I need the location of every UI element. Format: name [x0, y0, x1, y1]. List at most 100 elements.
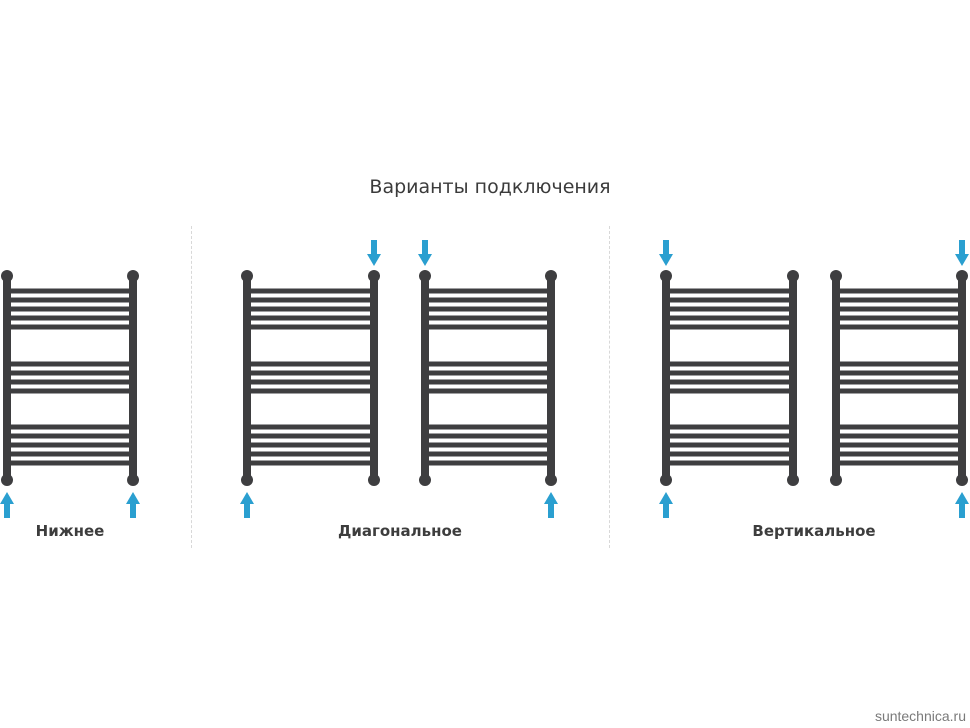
arrow-up-icon [544, 492, 558, 518]
radiator-cap [241, 270, 253, 282]
radiator-cap [241, 474, 253, 486]
arrow-up-icon [0, 492, 14, 518]
radiator-bar [839, 297, 959, 303]
radiator-upright [832, 272, 840, 480]
radiator-bar [250, 451, 371, 457]
radiator-cap [127, 474, 139, 486]
radiator-bar [669, 306, 790, 312]
radiator-bar [10, 388, 130, 394]
radiator-cap [787, 270, 799, 282]
radiator-bar [250, 433, 371, 439]
arrow-down-icon [659, 240, 673, 266]
radiator-bar [10, 424, 130, 430]
radiator-upright [662, 272, 670, 480]
radiator-bar [428, 388, 548, 394]
radiator-bar [428, 433, 548, 439]
arrow-down-icon [955, 240, 969, 266]
label-vertical-connection: Вертикальное [752, 522, 876, 540]
radiator-bar [428, 442, 548, 448]
group-divider [191, 226, 192, 548]
label-bottom-connection: Нижнее [35, 522, 105, 540]
radiator-bar [428, 460, 548, 466]
radiator-cap [1, 270, 13, 282]
radiator-bar [250, 288, 371, 294]
radiator-cap [830, 474, 842, 486]
group-divider [609, 226, 610, 548]
radiator-bar [250, 379, 371, 385]
radiator-bar [839, 315, 959, 321]
arrow-up-icon [955, 492, 969, 518]
radiator-bar [669, 451, 790, 457]
radiator-cap [545, 474, 557, 486]
arrow-down-icon [418, 240, 432, 266]
radiator-cap [787, 474, 799, 486]
radiator-bar [250, 388, 371, 394]
radiator-bar [250, 460, 371, 466]
radiator-upright [370, 272, 378, 480]
radiator-bar [669, 424, 790, 430]
radiator-bar [669, 361, 790, 367]
radiator-bar [10, 315, 130, 321]
page-title: Варианты подключения [369, 176, 611, 198]
radiator-cap [368, 474, 380, 486]
towel-radiator [419, 270, 557, 486]
radiator-upright [789, 272, 797, 480]
radiator-bar [10, 451, 130, 457]
towel-radiator [241, 270, 380, 486]
arrow-up-icon [240, 492, 254, 518]
radiator-upright [243, 272, 251, 480]
radiator-bar [669, 379, 790, 385]
radiator-bar [10, 297, 130, 303]
radiator-upright [129, 272, 137, 480]
radiator-cap [419, 270, 431, 282]
watermark: suntechnica.ru [874, 708, 966, 724]
radiator-bar [10, 379, 130, 385]
radiator-cap [660, 270, 672, 282]
radiator-bar [669, 433, 790, 439]
radiator-bar [250, 297, 371, 303]
towel-radiator [830, 270, 968, 486]
radiator-bar [669, 370, 790, 376]
radiator-bar [839, 451, 959, 457]
radiator-cap [419, 474, 431, 486]
radiator-bar [839, 388, 959, 394]
radiator-bar [839, 324, 959, 330]
radiator-cap [368, 270, 380, 282]
radiator-upright [547, 272, 555, 480]
radiator-bar [250, 370, 371, 376]
radiator-bar [839, 433, 959, 439]
radiator-cap [956, 474, 968, 486]
radiator-bar [10, 433, 130, 439]
radiator-bar [839, 361, 959, 367]
radiator-bar [10, 370, 130, 376]
radiator-bar [428, 324, 548, 330]
radiator-bar [428, 451, 548, 457]
label-diagonal-connection: Диагональное [338, 522, 462, 540]
radiator-cap [127, 270, 139, 282]
radiator-cap [1, 474, 13, 486]
radiator-bar [250, 315, 371, 321]
radiator-bar [839, 370, 959, 376]
radiator-bar [669, 288, 790, 294]
radiator-bar [669, 315, 790, 321]
radiator-bar [428, 424, 548, 430]
radiator-bar [839, 288, 959, 294]
radiator-bar [428, 306, 548, 312]
towel-radiator [660, 270, 799, 486]
radiator-bar [428, 297, 548, 303]
radiator-bar [669, 324, 790, 330]
radiator-bar [10, 460, 130, 466]
arrow-up-icon [659, 492, 673, 518]
radiator-upright [421, 272, 429, 480]
radiator-bar [250, 424, 371, 430]
radiator-bar [669, 460, 790, 466]
radiator-bar [10, 324, 130, 330]
radiator-bar [839, 424, 959, 430]
radiator-bar [250, 361, 371, 367]
radiator-bar [669, 297, 790, 303]
towel-radiator [1, 270, 139, 486]
radiator-cap [545, 270, 557, 282]
radiator-bar [250, 306, 371, 312]
radiator-bar [839, 460, 959, 466]
